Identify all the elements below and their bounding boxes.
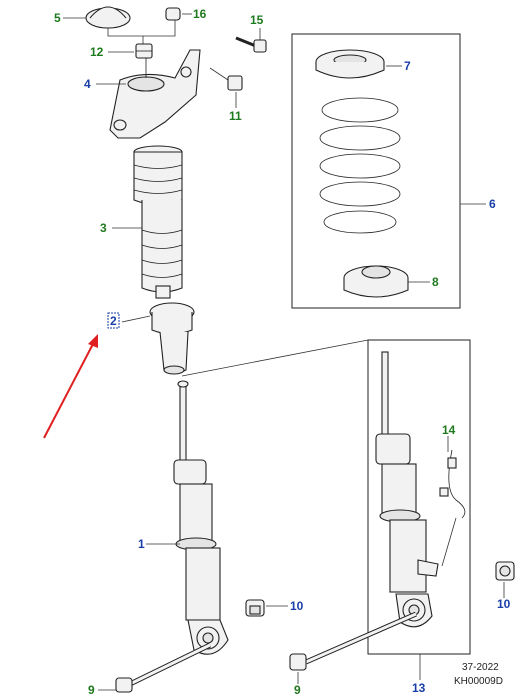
arrow-pointer-icon xyxy=(43,334,98,439)
part-11-nut xyxy=(227,75,243,91)
part-1-damper xyxy=(173,380,229,655)
part-2-bump-stop xyxy=(149,302,195,375)
callout-11: 11 xyxy=(229,109,242,123)
callout-1: 1 xyxy=(138,537,145,551)
part-13-damper-electronic xyxy=(375,351,439,628)
callout-2-highlight: 2 xyxy=(107,312,120,329)
part-3-dust-boot xyxy=(133,145,183,299)
part-15-bolt xyxy=(235,36,267,53)
drawing-id: KH00009D xyxy=(454,676,503,687)
part-6-coil-spring xyxy=(319,97,401,234)
part-10-nut xyxy=(245,599,265,617)
callout-9-right: 9 xyxy=(294,683,301,697)
callout-2: 2 xyxy=(110,314,117,328)
callout-5: 5 xyxy=(54,11,61,25)
part-7-upper-seat xyxy=(315,49,385,79)
callout-7: 7 xyxy=(404,59,411,73)
part-8-lower-seat xyxy=(343,265,409,298)
callout-12: 12 xyxy=(90,45,104,59)
callout-15: 15 xyxy=(250,13,264,27)
part-12-nut xyxy=(135,43,153,59)
callout-9: 9 xyxy=(88,683,95,697)
part-9-bolt xyxy=(115,642,212,693)
callout-3: 3 xyxy=(100,221,107,235)
callout-10: 10 xyxy=(290,599,304,613)
callout-6: 6 xyxy=(489,197,496,211)
callout-4: 4 xyxy=(84,77,91,91)
detail-box-damper xyxy=(367,339,471,655)
part-14-harness xyxy=(439,449,466,567)
callout-14: 14 xyxy=(442,423,456,437)
part-5-cap xyxy=(85,6,131,29)
part-4-upper-mount xyxy=(109,49,201,139)
callout-16: 16 xyxy=(193,7,207,21)
callout-10-right: 10 xyxy=(497,597,511,611)
detail-box-spring xyxy=(291,33,461,309)
callout-8: 8 xyxy=(432,275,439,289)
part-9-bolt-right xyxy=(289,611,417,671)
part-16-plug xyxy=(165,7,181,21)
part-10-nut-right xyxy=(495,561,515,581)
date-code: 37-2022 xyxy=(462,662,499,673)
callout-13: 13 xyxy=(412,681,426,695)
